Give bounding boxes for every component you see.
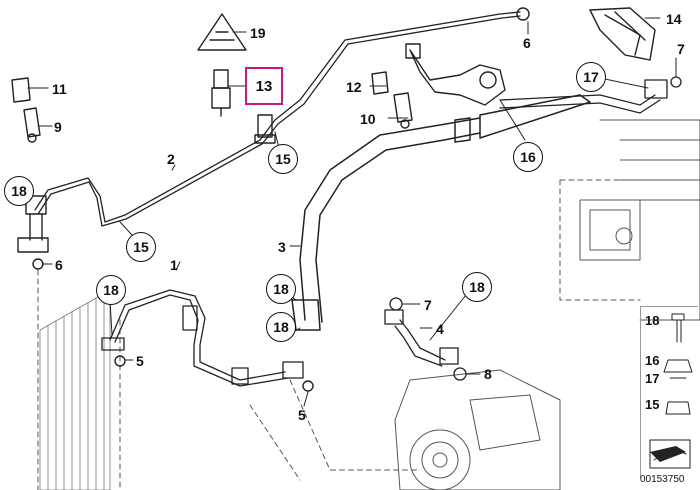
highlighted-callout-13-label: 13 [255,77,273,95]
callout-7-mid: 7 [424,297,432,313]
fastener-legend: 18 16 17 15 [640,306,698,478]
callout-6-top: 6 [523,35,531,51]
pipe-3 [291,94,591,331]
legend-number-15: 15 [645,397,660,412]
legend-number-18: 18 [645,313,660,328]
callout-5-left: 5 [136,353,144,369]
pipe-2 [34,11,521,227]
callout-14: 14 [666,11,682,27]
condenser-outline [37,179,700,490]
diagram-id: 00153750 [640,474,685,485]
callout-12: 12 [346,79,362,95]
pipe-4 [384,297,467,381]
fitting-15 [254,114,276,144]
callout-5-bottom: 5 [298,407,306,423]
pipe-top-right [499,76,682,114]
circled-callout-18-hose: 18 [266,274,296,304]
callout-2: 2 [167,151,175,167]
callout-7-top: 7 [677,41,685,57]
callout-9: 9 [54,119,62,135]
circled-callout-15-left: 15 [126,232,156,262]
callout-4: 4 [436,321,444,337]
callout-8: 8 [484,366,492,382]
condenser [39,289,111,490]
pressure-sensor-13 [211,69,231,117]
leader-lines [27,17,677,407]
o-rings [32,7,530,392]
circled-callout-16: 16 [513,142,543,172]
bracket-14 [589,7,656,61]
valve-block-16 [405,43,506,106]
legend-arrow-icon [650,446,686,462]
highlighted-callout-13[interactable]: 13 [245,67,283,105]
fitting-left [17,195,49,253]
callout-10: 10 [360,111,376,127]
circled-callout-18-left: 18 [4,176,34,206]
callout-11: 11 [52,81,67,97]
callout-3: 3 [278,239,286,255]
circled-callout-18-pipe4: 18 [462,272,492,302]
circled-callout-18-pipe1: 18 [96,275,126,305]
circled-callout-18-hose-lower: 18 [266,312,296,342]
small-parts [11,71,413,143]
callout-1: 1 [170,257,178,273]
evaporator-housing [579,119,700,321]
pipe-1 [101,289,304,387]
callout-6-left: 6 [55,257,63,273]
compressor [394,369,561,490]
circled-callout-17: 17 [576,62,606,92]
legend-number-17: 17 [645,371,660,386]
circled-callout-15-top: 15 [268,144,298,174]
legend-number-16: 16 [645,353,660,368]
callout-19: 19 [250,25,266,41]
